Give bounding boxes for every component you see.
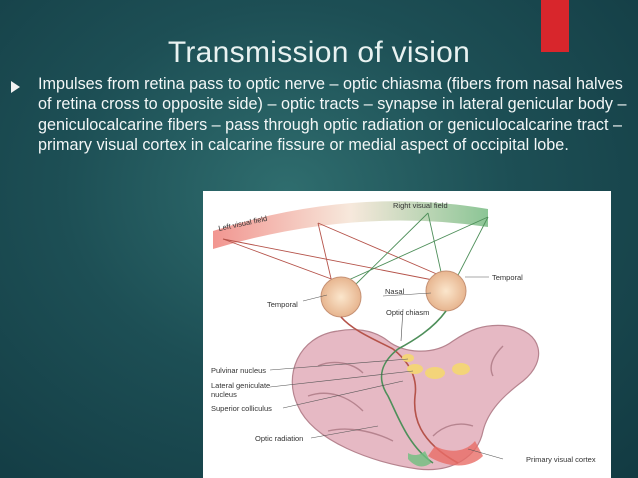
primary-visual-cortex-label: Primary visual cortex xyxy=(526,455,596,464)
visual-field-arc xyxy=(213,201,488,249)
visual-pathway-diagram: Left visual field Right visual field Tem… xyxy=(211,201,596,471)
leader-lines xyxy=(269,276,504,460)
bullet-text: Impulses from retina pass to optic nerve… xyxy=(38,75,627,155)
left-eye xyxy=(320,276,362,318)
visual-pathway-figure: Left visual field Right visual field Tem… xyxy=(203,191,611,478)
optic-pathway xyxy=(340,310,459,464)
right-visual-field-label: Right visual field xyxy=(393,201,448,210)
lateral-geniculate-label: Lateral geniculate xyxy=(211,381,270,390)
superior-colliculus-label: Superior colliculus xyxy=(211,404,272,413)
right-eye xyxy=(425,270,467,312)
bullet-arrow-icon xyxy=(11,81,20,93)
accent-bar xyxy=(541,0,569,52)
nasal-label: Nasal xyxy=(385,287,405,296)
temporal-right-label: Temporal xyxy=(492,273,523,282)
temporal-left-label: Temporal xyxy=(267,300,298,309)
lateral-geniculate-nucleus-label: nucleus xyxy=(211,390,237,399)
primary-visual-cortex-region xyxy=(428,441,483,466)
pulvinar-nucleus-label: Pulvinar nucleus xyxy=(211,366,266,375)
optic-chiasm-label: Optic chiasm xyxy=(386,308,429,317)
slide-title: Transmission of vision xyxy=(167,36,471,69)
optic-radiation-label: Optic radiation xyxy=(255,434,303,443)
